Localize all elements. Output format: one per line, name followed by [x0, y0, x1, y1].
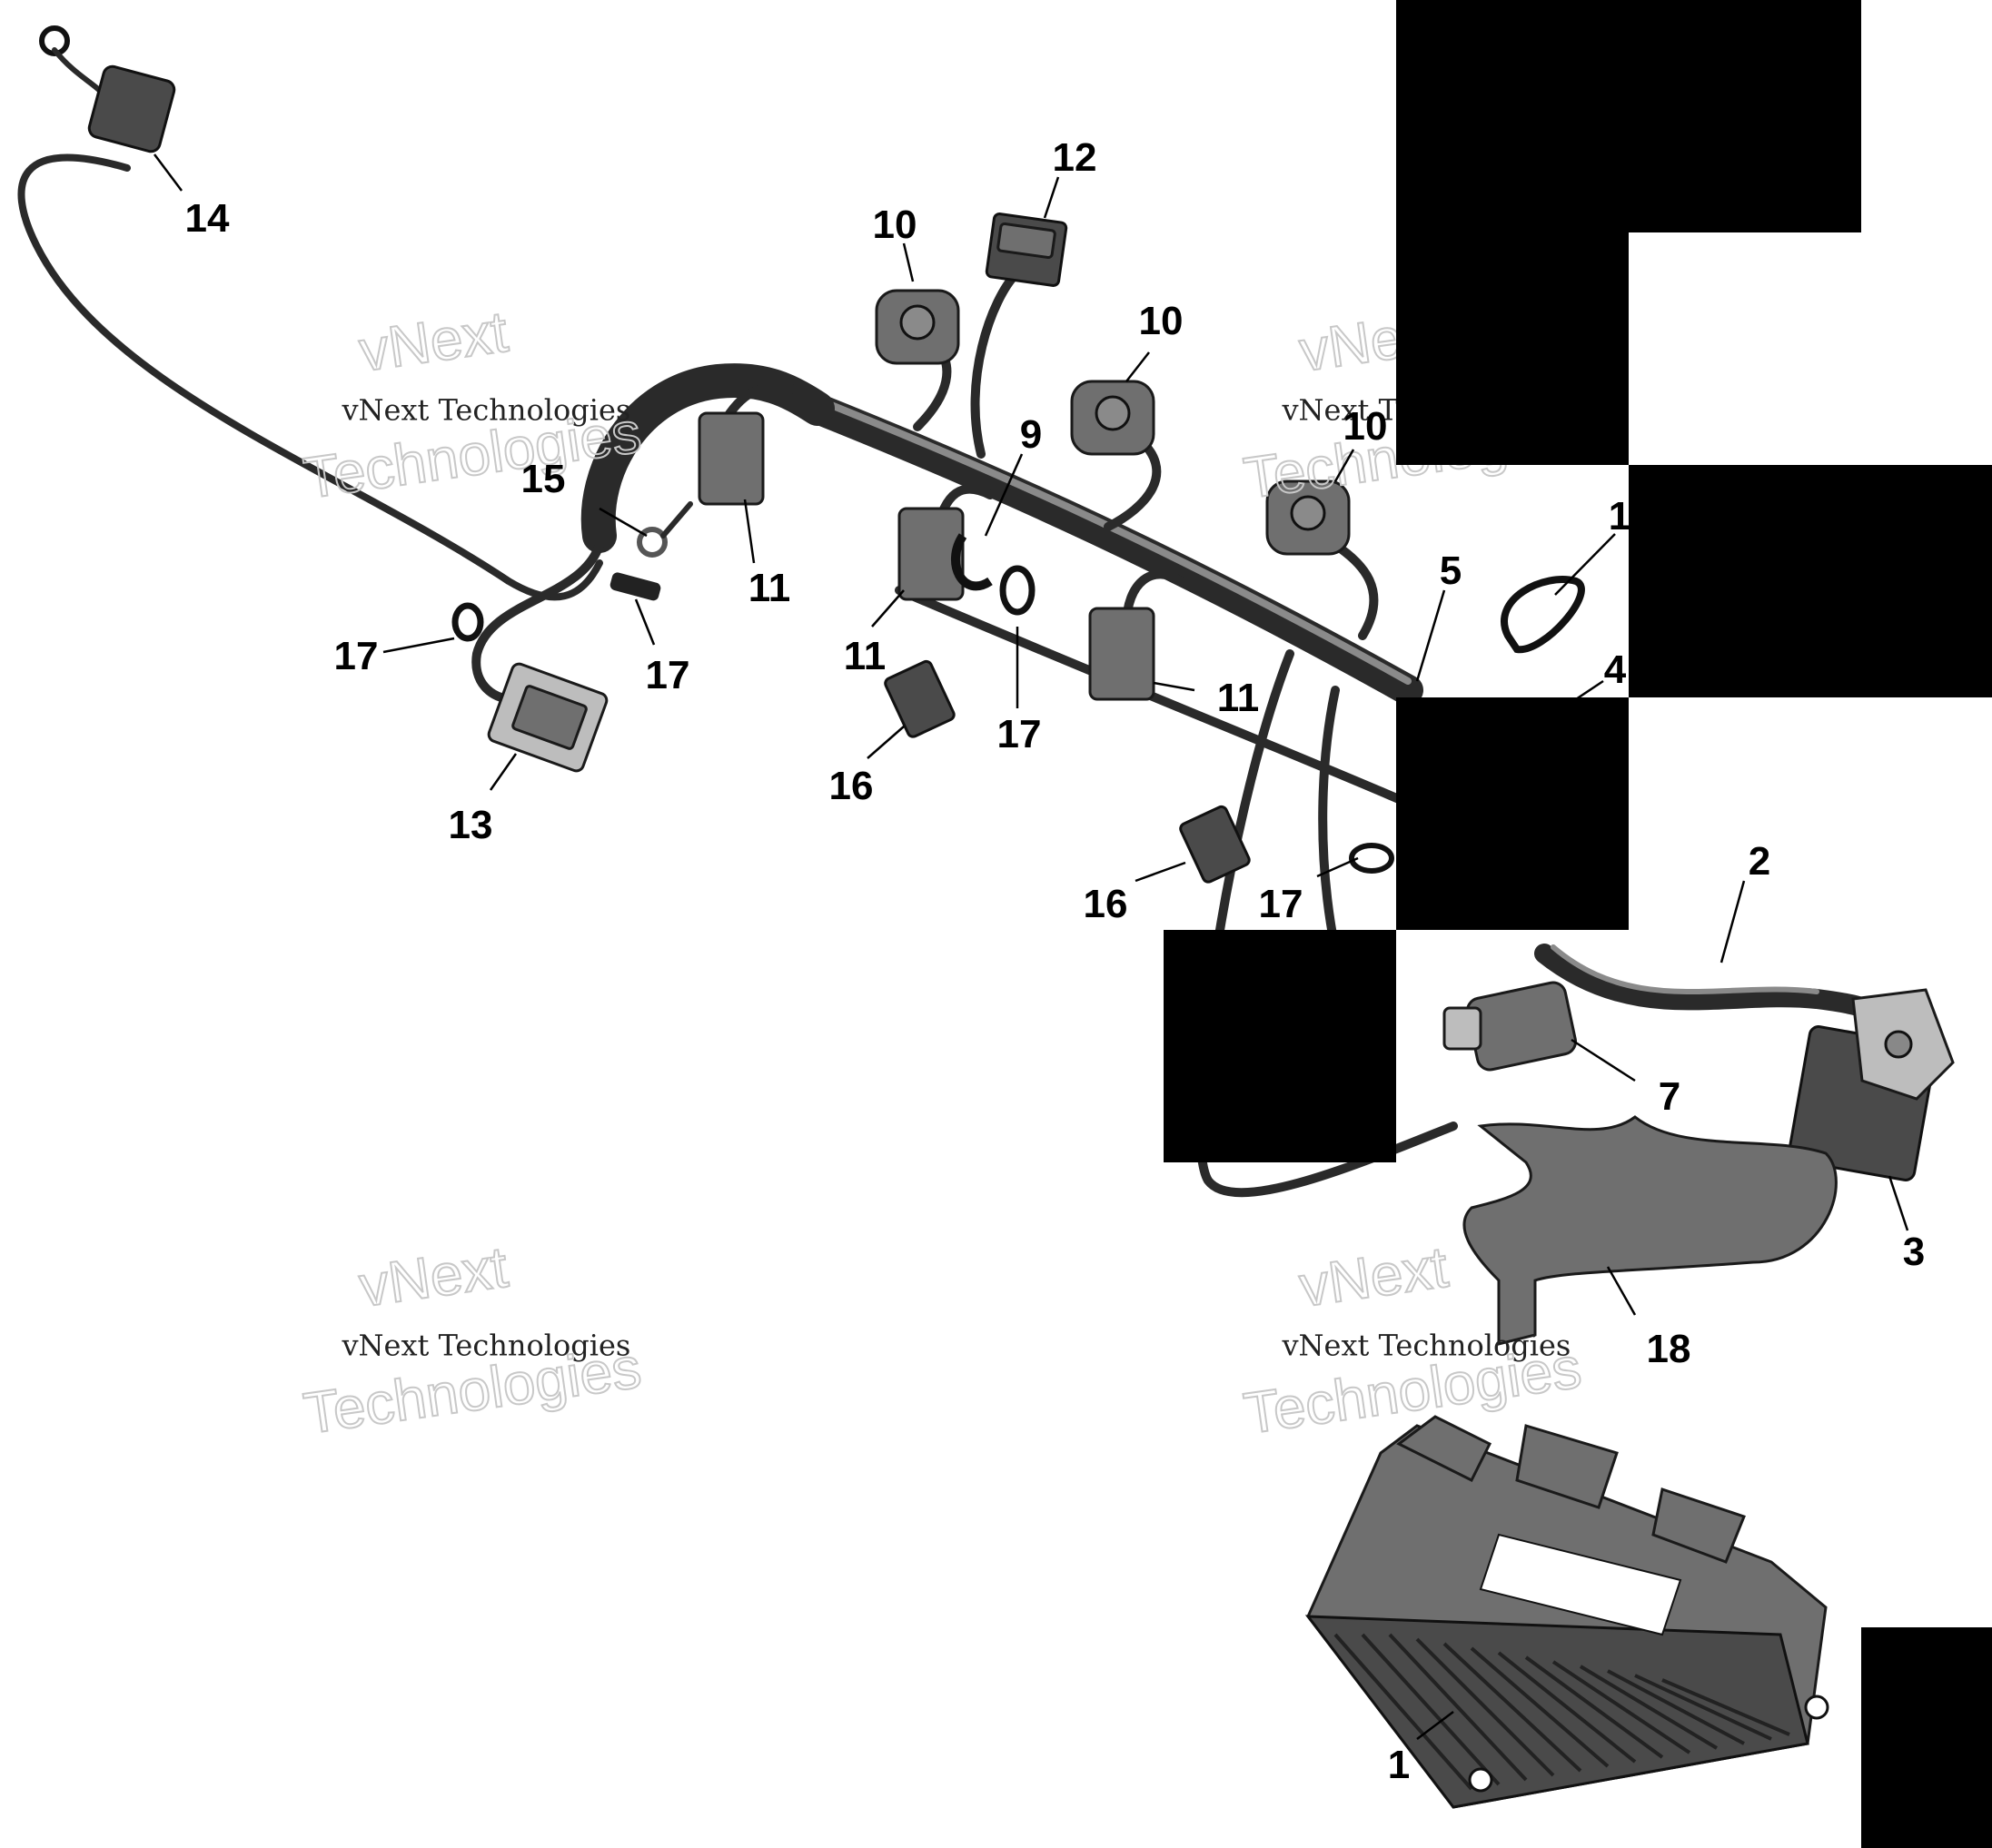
callout-15: 15 — [521, 457, 566, 501]
redaction-blocks — [1164, 0, 1992, 1848]
callout-1-top: 1 — [1609, 494, 1630, 539]
redaction-block — [1861, 1627, 1992, 1848]
part-11-injector-connector-b — [897, 507, 965, 601]
callout-5: 5 — [1440, 548, 1462, 593]
part-14-grommet-connector — [39, 25, 176, 153]
svg-text:vNext: vNext — [355, 1234, 511, 1319]
callout-2: 2 — [1749, 839, 1770, 884]
callout-3: 3 — [1903, 1230, 1925, 1274]
callout-1: 1 — [1388, 1743, 1410, 1787]
leader-lines — [154, 153, 1909, 1740]
callout-4: 4 — [1604, 647, 1627, 692]
callout-17-c: 17 — [997, 712, 1042, 756]
callout-9: 9 — [1020, 412, 1042, 457]
part-16-fuse-a — [884, 659, 956, 738]
callout-13: 13 — [449, 803, 493, 847]
callout-labels: 14 12 10 10 10 9 15 11 11 11 17 17 17 17… — [185, 135, 1926, 1787]
part-17-tie-wraps — [451, 565, 1394, 874]
callout-17-a: 17 — [334, 634, 379, 678]
callout-10-a: 10 — [873, 203, 917, 247]
part-18-bracket — [1462, 1115, 1838, 1346]
part-11-injector-connector-a — [698, 411, 765, 506]
svg-text:vNext: vNext — [355, 299, 511, 384]
callout-11-c: 11 — [1217, 676, 1260, 720]
redaction-block — [1396, 697, 1629, 930]
part-10-connector-c — [1265, 479, 1351, 556]
part-10-connector-b — [1070, 380, 1155, 456]
callout-11-a: 11 — [748, 566, 791, 610]
callout-7: 7 — [1659, 1074, 1680, 1119]
callout-14: 14 — [185, 196, 230, 241]
redaction-block — [1629, 465, 1992, 697]
part-10-connector-a — [875, 289, 960, 365]
part-1-ecm-module — [1304, 1415, 1829, 1809]
svg-text:vNext: vNext — [1295, 1234, 1452, 1319]
callout-12: 12 — [1053, 135, 1097, 180]
callout-18: 18 — [1647, 1327, 1691, 1371]
svg-text:vNext Technologies: vNext Technologies — [341, 1329, 630, 1363]
watermark-bottom-left: vNext vNext Technologies Technologies — [299, 1233, 646, 1448]
callout-17-d: 17 — [1259, 882, 1303, 926]
part-1-top-loop — [1501, 576, 1585, 654]
callout-17-b: 17 — [646, 653, 690, 697]
callout-10-c: 10 — [1343, 404, 1388, 449]
part-16-fuse-b — [1179, 805, 1251, 884]
redaction-block — [1164, 930, 1396, 1162]
part-9-clip — [950, 533, 993, 591]
part-15-ring-terminal — [637, 501, 693, 558]
part-11-injector-connector-c — [1088, 607, 1155, 701]
svg-text:vNext Technologies: vNext Technologies — [341, 393, 630, 428]
redaction-block — [1396, 0, 1861, 232]
callout-10-b: 10 — [1139, 299, 1184, 343]
callout-11-b: 11 — [844, 634, 887, 678]
callout-16-a: 16 — [829, 764, 874, 808]
part-13-connector — [487, 662, 609, 773]
callout-16-b: 16 — [1084, 882, 1128, 926]
part-12-connector — [985, 212, 1068, 287]
svg-text:vNext Technologies: vNext Technologies — [1281, 1329, 1571, 1363]
redaction-block — [1396, 232, 1629, 465]
part-3-ecm-connector — [1788, 988, 1955, 1181]
part-7-sensor — [1442, 981, 1578, 1072]
